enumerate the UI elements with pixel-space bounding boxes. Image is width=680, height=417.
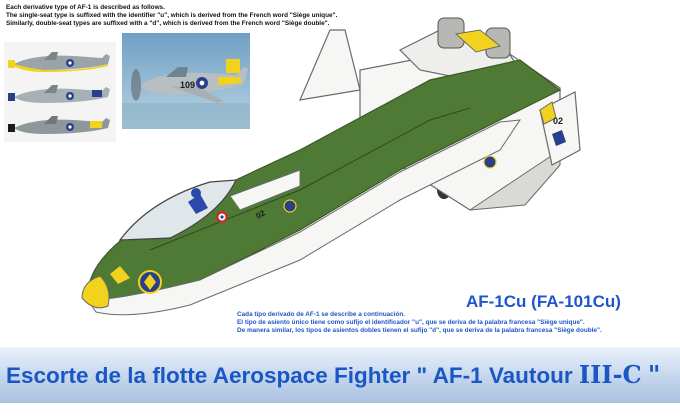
title-banner — [0, 347, 680, 403]
fin-emblem-icon — [552, 130, 566, 146]
cockpit-canopy — [118, 179, 237, 241]
aircraft-illustration: 02 02 — [81, 17, 581, 316]
photo-fuselage-code: 109 — [180, 80, 195, 90]
spanish-line-3: De manera similar, los tipos de asientos… — [237, 327, 602, 335]
spanish-description: Cada tipo derivado de AF-1 se describe a… — [237, 311, 677, 336]
english-line-3: Similarly, double-seat types are suffixe… — [6, 20, 330, 27]
nose-cone — [81, 275, 110, 309]
english-line-1: Each derivative type of AF-1 is describe… — [6, 4, 165, 11]
model-designation: AF-1Cu (FA-101Cu) — [466, 292, 621, 311]
banner-title: Escorte de la flotte Aerospace Fighter "… — [6, 360, 660, 389]
banner-title-main: Escorte de la flotte Aerospace Fighter "… — [6, 363, 573, 388]
reference-profiles-image — [4, 42, 116, 142]
profile-bottom — [8, 116, 110, 134]
profiles-art — [8, 52, 110, 134]
pilot-figure — [188, 194, 208, 214]
reference-flight-image: 109 — [122, 33, 250, 129]
flight-art: 109 — [122, 59, 250, 129]
english-line-2: The single-seat type is suffixed with th… — [6, 12, 338, 19]
banner-title-close-quote: " — [647, 360, 661, 389]
banner-title-suffix: III-C — [578, 360, 642, 389]
english-description: Each derivative type of AF-1 is describe… — [6, 4, 446, 28]
squadron-emblem-icon — [283, 199, 297, 213]
spanish-line-1: Cada tipo derivado de AF-1 se describe a… — [237, 311, 406, 318]
profile-middle — [8, 85, 110, 103]
rear-emblem-icon — [483, 155, 497, 169]
fin-code-label: 02 — [553, 116, 563, 126]
dorsal-fin — [299, 29, 361, 101]
fuselage-emblem-icon — [138, 270, 162, 294]
tail-fins-right: 02 — [539, 91, 581, 166]
spanish-line-2: El tipo de asiento único tiene como sufi… — [237, 319, 585, 327]
roundel-insignia-icon — [216, 211, 228, 223]
lower-fuselage — [87, 119, 522, 316]
profile-top — [8, 52, 110, 72]
